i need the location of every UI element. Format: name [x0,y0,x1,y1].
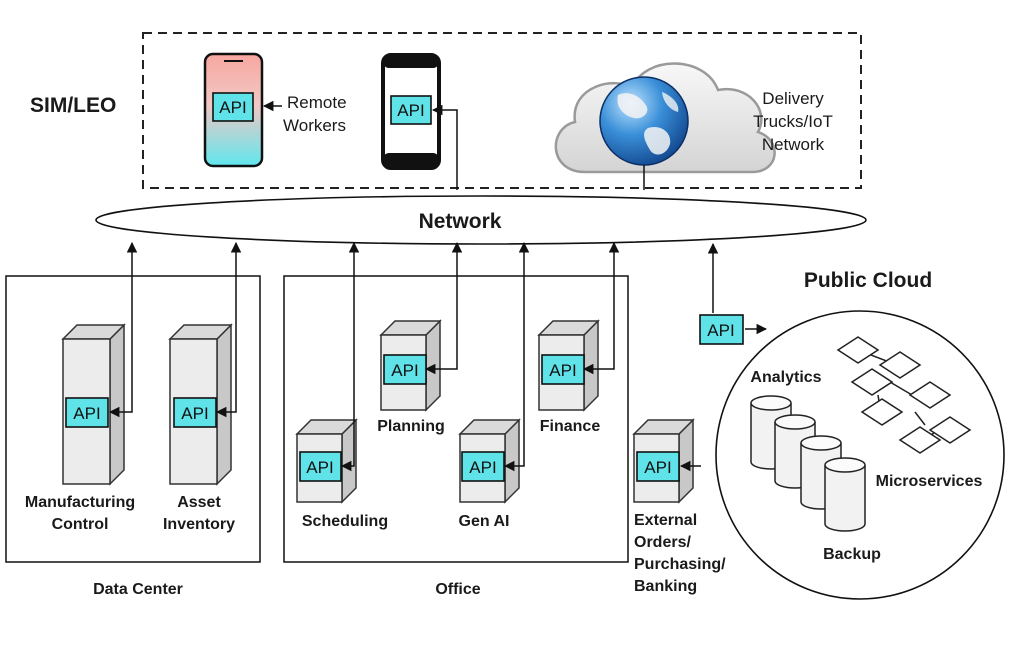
delivery-label-line3: Network [762,135,825,154]
sim-leo-region [142,32,862,189]
sim-leo-label: SIM/LEO [30,94,116,117]
external-api-label: API [644,458,671,477]
data-center-label: Data Center [93,581,183,598]
gen-ai-api-label: API [469,458,496,477]
finance-arrow [582,241,620,375]
asset-label-line2: Inventory [163,516,235,533]
database-icon [824,457,866,532]
planning-api-label: API [391,361,418,380]
manufacturing-label-line2: Control [52,516,109,533]
external-api-box [636,451,680,482]
network-ellipse [95,195,867,245]
external-label-line3: Purchasing/ [634,556,726,573]
external-label-line1: External [634,512,697,529]
office-label: Office [435,581,480,598]
asset-arrow [215,241,242,418]
phone-api-label: API [397,101,424,120]
external-label-line4: Banking [634,578,697,595]
delivery-label-line2: Trucks/IoT [753,112,833,131]
scheduling-api-label: API [306,458,333,477]
backup-label: Backup [823,546,881,563]
remote-workers-label-line1: Remote [287,93,347,112]
manufacturing-api-box [65,397,109,428]
finance-api-label: API [549,361,576,380]
remote-workers-label-line2: Workers [283,116,346,135]
finance-label: Finance [540,418,601,435]
microservices-label: Microservices [876,473,983,490]
manufacturing-api-label: API [73,404,100,423]
planning-arrow [424,241,463,375]
phone-api-box [390,95,432,125]
asset-api-box [173,397,217,428]
delivery-label-line1: Delivery [762,89,824,108]
gen-ai-arrow [503,241,530,472]
asset-label-line1: Asset [177,494,221,511]
gen-ai-api-box [461,451,505,482]
gen-ai-label: Gen AI [459,513,510,530]
public-cloud-api-label: API [707,321,734,340]
public-cloud-title: Public Cloud [804,269,932,292]
scheduling-arrow [340,241,360,472]
cloud-globe-icon [554,62,776,190]
phone-network-arrow [431,104,458,190]
planning-label: Planning [377,418,445,435]
manufacturing-label-line1: Manufacturing [25,494,135,511]
analytics-label: Analytics [750,369,821,386]
remote-workers-api-box [212,92,254,122]
public-cloud-api-box [699,314,744,345]
manufacturing-arrow [108,241,138,418]
external-label-line2: Orders/ [634,534,691,551]
network-label: Network [419,210,502,233]
finance-api-box [541,354,585,385]
planning-api-box [383,354,427,385]
asset-api-label: API [181,404,208,423]
scheduling-label: Scheduling [302,513,388,530]
remote-workers-api-label: API [219,98,246,117]
scheduling-api-box [299,451,342,482]
microservices-icon [836,336,972,454]
